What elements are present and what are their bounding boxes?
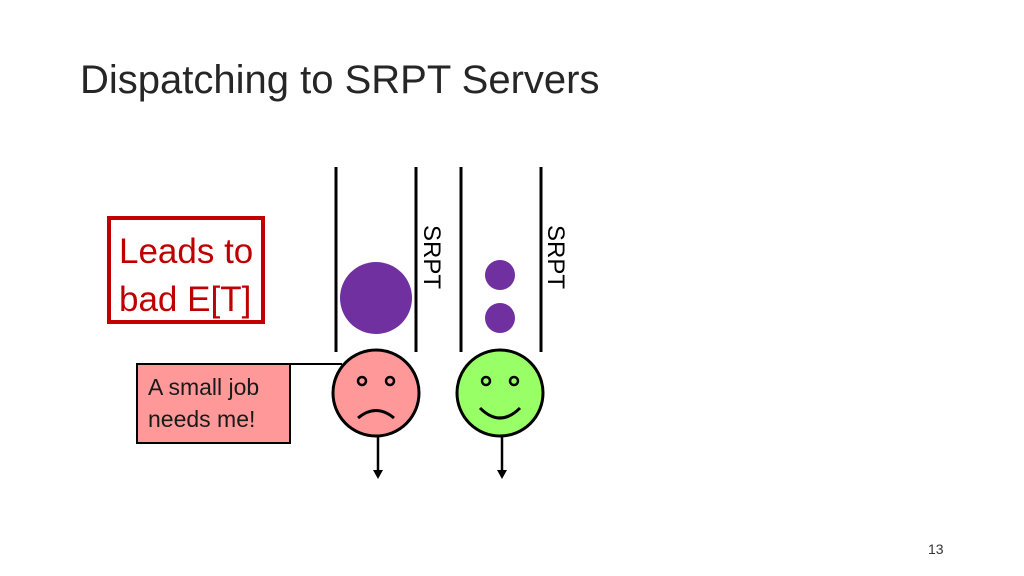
small-job-2: [485, 303, 515, 333]
warning-line-2: bad E[T]: [119, 280, 252, 319]
sad-face-icon: [331, 348, 421, 438]
warning-callout: Leads to bad E[T]: [107, 216, 265, 324]
slide-title: Dispatching to SRPT Servers: [80, 58, 600, 102]
queue-2-label: SRPT: [542, 225, 569, 289]
speech-line-1: A small job: [148, 374, 260, 400]
happy-face-icon: [455, 348, 545, 438]
page-number: 13: [928, 541, 944, 557]
sad-face-right-eye: [384, 375, 396, 387]
server-2-output-arrow-icon: [497, 470, 507, 479]
speech-callout: A small job needs me!: [136, 363, 291, 444]
happy-face-left-eye: [480, 375, 492, 387]
sad-face-server: [331, 348, 421, 479]
happy-face-server: [455, 348, 545, 479]
large-job: [340, 262, 412, 334]
sad-face-left-eye: [356, 375, 368, 387]
happy-face-mouth: [478, 406, 522, 420]
speech-line-2: needs me!: [148, 406, 256, 432]
happy-face-right-eye: [508, 375, 520, 387]
queue-2: SRPT: [459, 167, 569, 352]
server-1-output-arrow-icon: [373, 470, 383, 479]
queue-1-label: SRPT: [418, 225, 445, 289]
sad-face-mouth: [357, 409, 395, 420]
warning-line-1: Leads to: [119, 232, 254, 271]
small-job-1: [485, 260, 515, 290]
queue-1: SRPT: [334, 167, 445, 352]
